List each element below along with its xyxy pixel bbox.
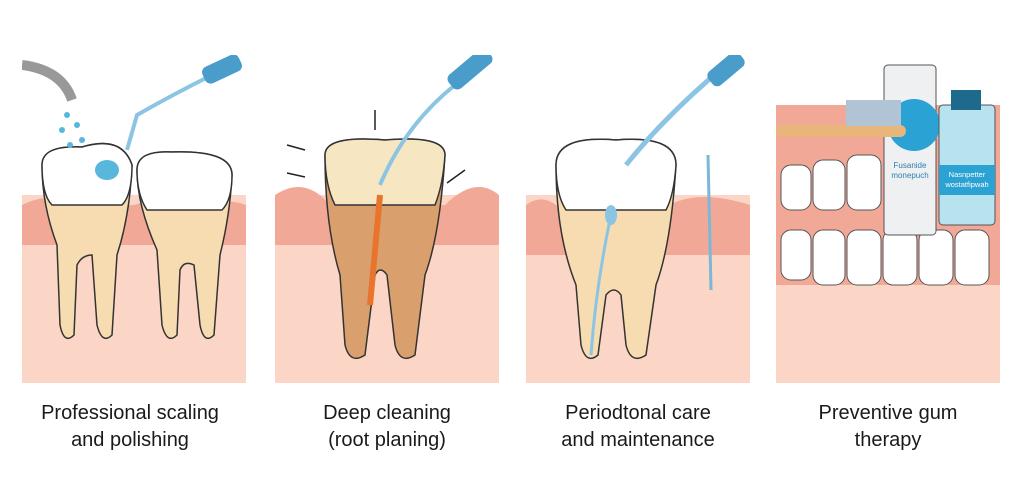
caption-line: Professional scaling bbox=[41, 402, 219, 424]
caption-line: Deep cleaning bbox=[323, 402, 451, 424]
toothpaste-label-2: monepuch bbox=[891, 171, 929, 180]
gum-therapy-illustration: Fusanide monepuch Nasnpetter wostatfipwa… bbox=[776, 55, 1000, 383]
caption-line: Preventive gum bbox=[818, 402, 958, 424]
caption-periodontal: Periodtonal care and maintenance bbox=[513, 400, 763, 454]
caption-preventive: Preventive gum therapy bbox=[763, 400, 1013, 454]
maintenance-illustration bbox=[526, 55, 750, 383]
mouthwash-label-2: wostatfipwah bbox=[945, 180, 989, 189]
caption-line: and maintenance bbox=[561, 429, 715, 451]
scaling-illustration bbox=[22, 55, 246, 383]
caption-line: and polishing bbox=[71, 429, 189, 451]
caption-line: Periodtonal care bbox=[565, 402, 711, 424]
caption-scaling: Professional scaling and polishing bbox=[5, 400, 255, 454]
root-planing-illustration bbox=[275, 55, 499, 383]
toothpaste-label-1: Fusanide bbox=[893, 161, 927, 170]
mouthwash-label-1: Nasnpetter bbox=[948, 170, 986, 179]
caption-deep-cleaning: Deep cleaning (root planing) bbox=[262, 400, 512, 454]
caption-line: (root planing) bbox=[328, 429, 446, 451]
caption-line: therapy bbox=[854, 429, 922, 451]
